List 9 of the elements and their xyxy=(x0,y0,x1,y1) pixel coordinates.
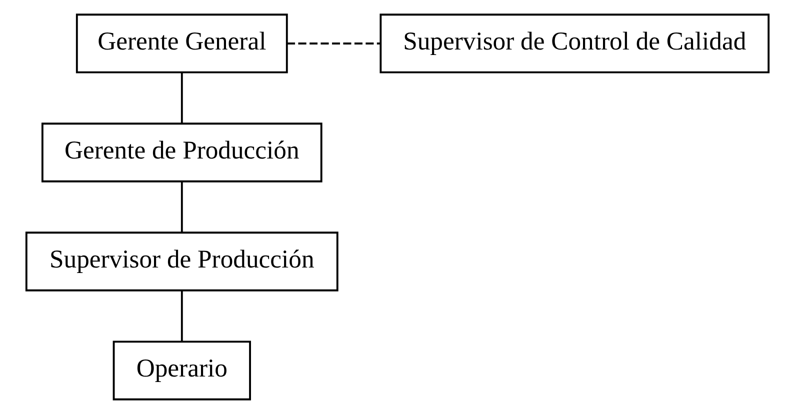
node-box: Gerente General xyxy=(75,14,288,74)
connector xyxy=(180,290,182,342)
connector xyxy=(180,182,182,232)
node-box: Gerente de Producción xyxy=(40,122,322,182)
connector xyxy=(180,72,182,124)
node-box: Supervisor de Producción xyxy=(24,232,338,292)
node-box: Operario xyxy=(112,340,250,400)
connector xyxy=(286,42,380,44)
node-box: Supervisor de Control de Calidad xyxy=(379,14,770,74)
